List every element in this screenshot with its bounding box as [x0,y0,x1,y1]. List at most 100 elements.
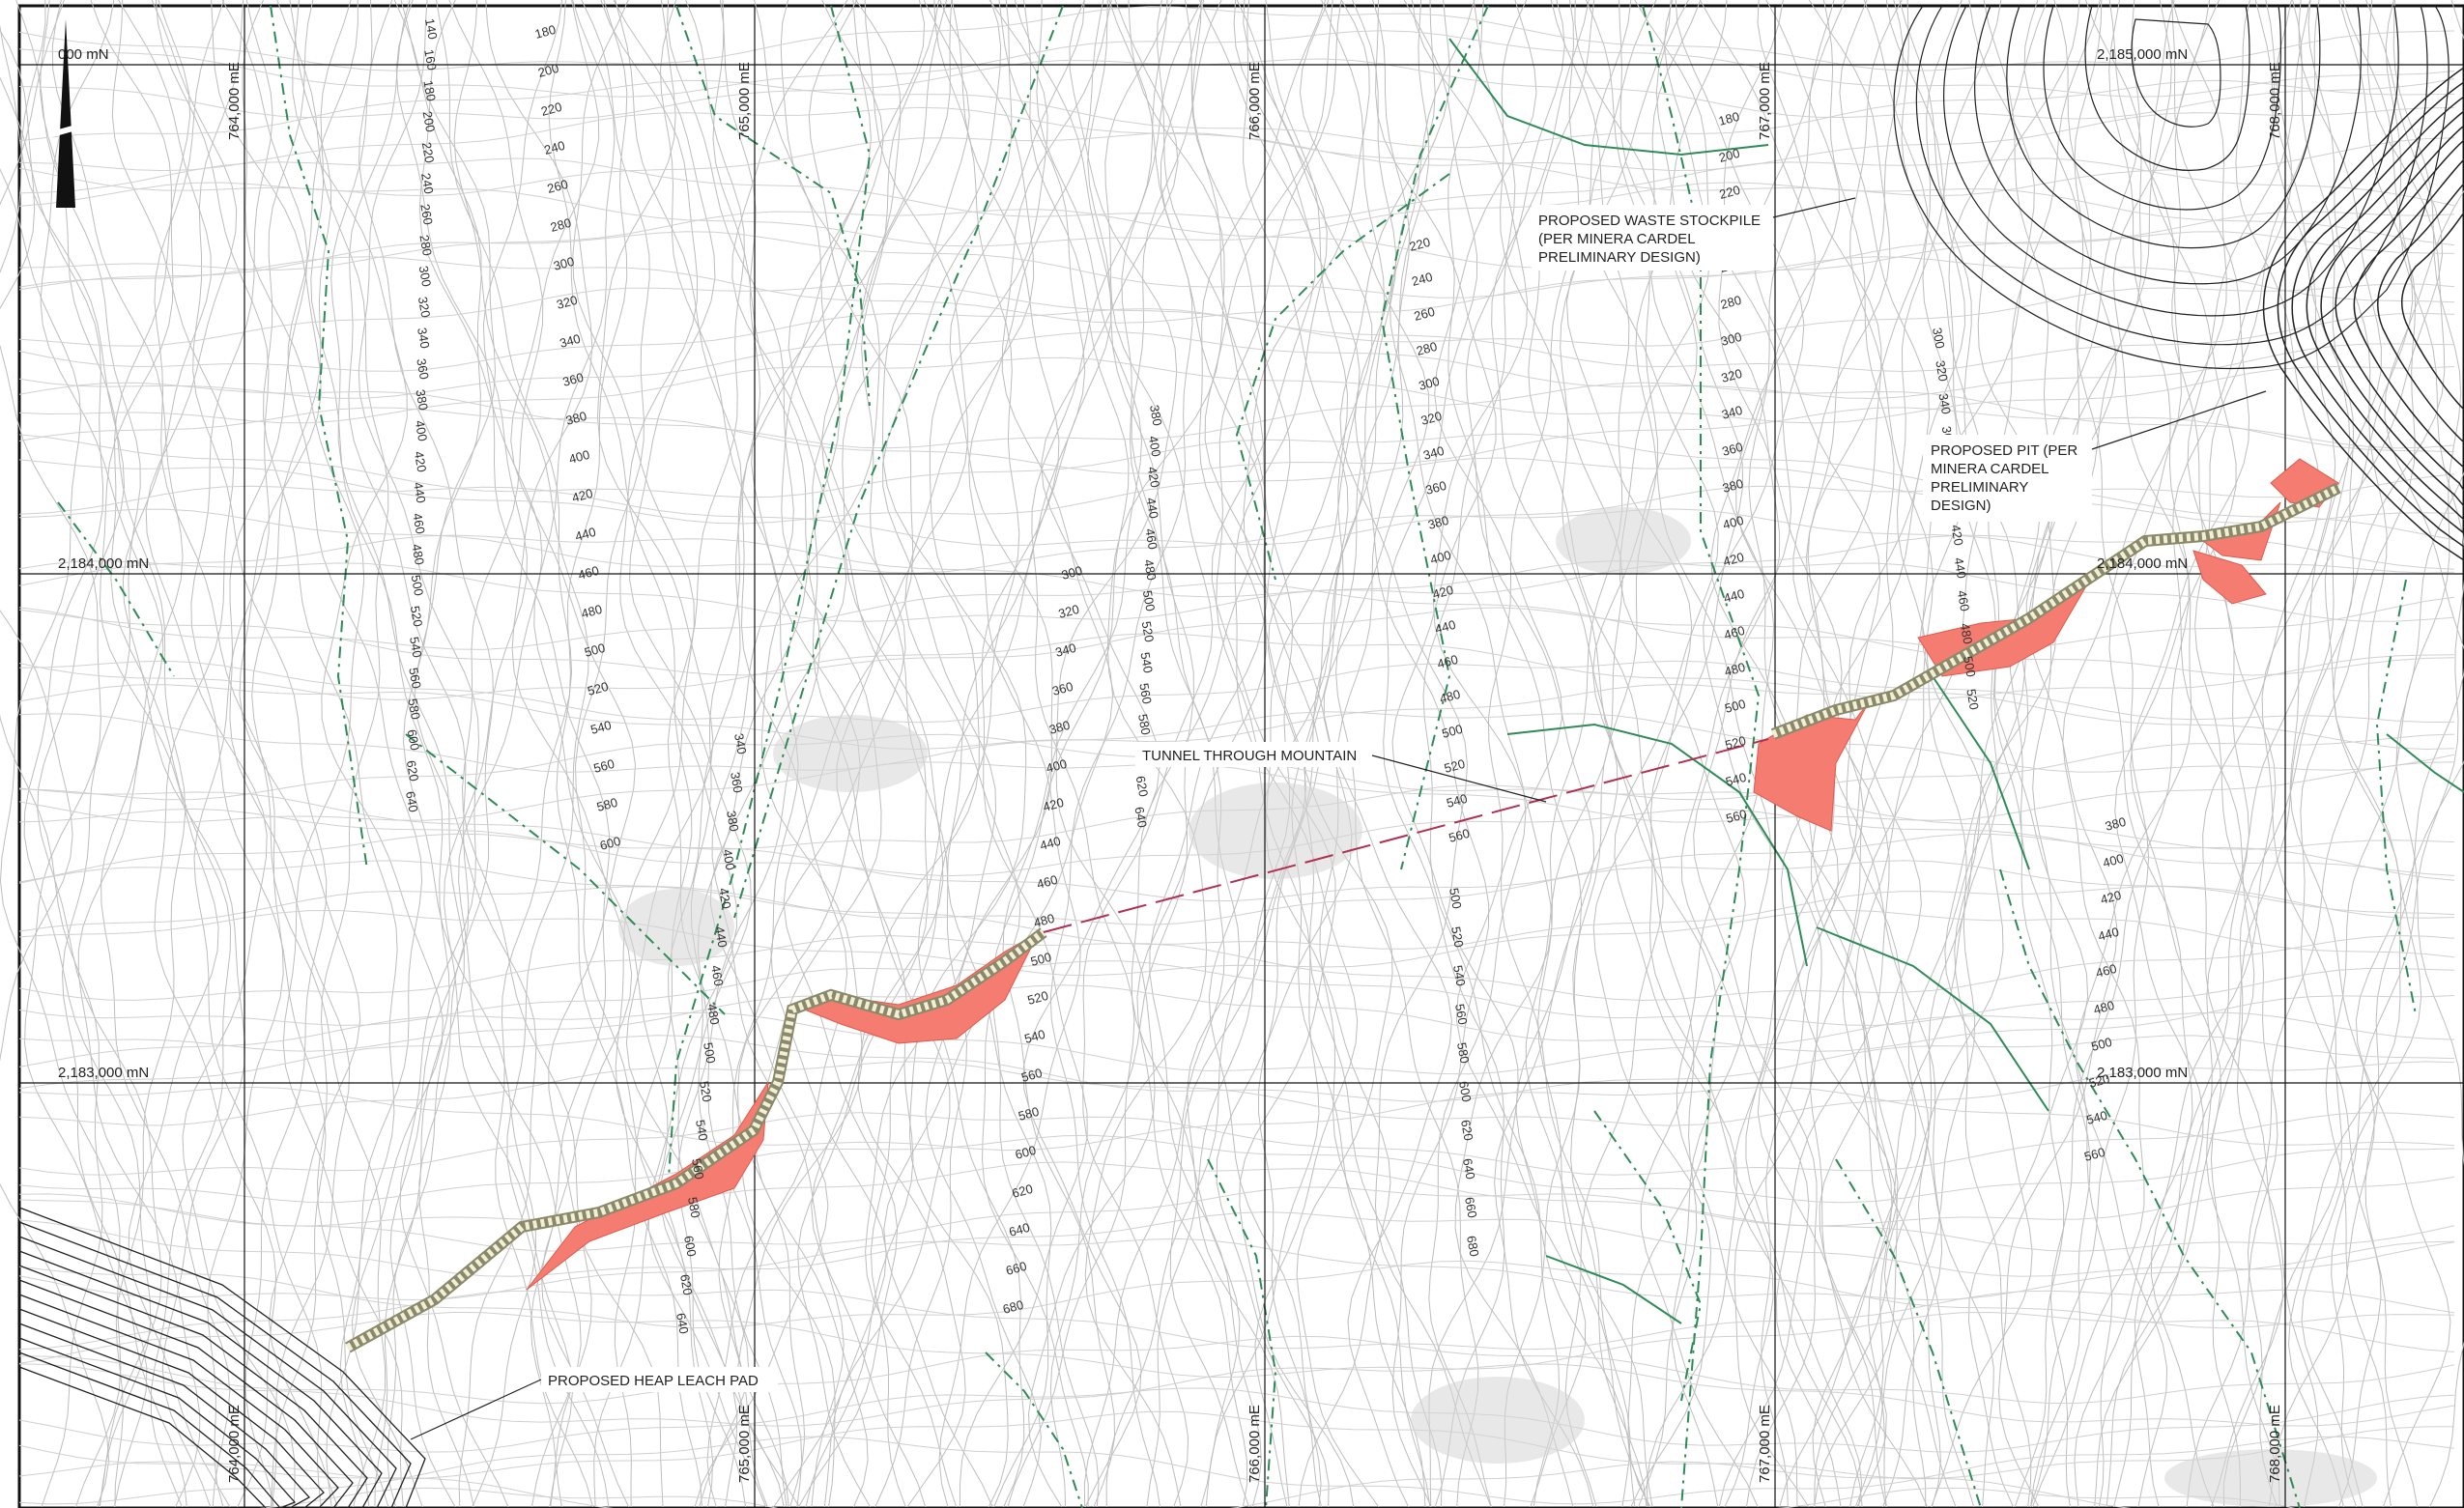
contour-label: 340 [1053,640,1077,660]
contour-label: 400 [2101,851,2125,870]
contour-label: 340 [1720,403,1744,422]
contour-label: 240 [418,172,437,195]
contour-label: 500 [1447,887,1465,910]
grid-easting-label: 766,000 mE [1246,1405,1263,1483]
contour-label: 480 [580,602,604,621]
contour-label: 300 [552,254,576,273]
contour-line [18,79,2455,149]
grid-easting-label: 765,000 mE [736,62,753,140]
drainage-line [1835,1158,1982,1508]
contour-line [330,0,465,1508]
contour-line [18,356,2455,424]
contour-line [2236,0,2355,1508]
callout-waste-stockpile: PROPOSED WASTE STOCKPILE (PER MINERA CAR… [1532,197,1856,270]
contour-label: 360 [414,357,432,381]
contour-label: 240 [542,138,566,157]
contour-label: 520 [1963,688,1982,711]
contour-line [2074,0,2227,1508]
contour-line [18,508,2455,574]
contour-label: 460 [577,563,601,583]
grid-northing-label-left: 2,183,000 mN [58,1065,149,1081]
contour-line [946,0,1086,1508]
contour-label: 200 [536,61,560,80]
contour-label: 500 [583,640,607,660]
contour-line [18,1035,2455,1102]
contour-label: 380 [2104,814,2128,834]
contour-line [0,24,162,1508]
contour-label: 240 [1410,270,1434,289]
contour-line [90,0,231,1508]
contour-line [1931,0,2080,1508]
drainage-line-solid [1448,38,1769,156]
contour-label: 620 [404,759,422,782]
contour-label: 520 [697,1080,715,1103]
grid-northing-label-left: 2,184,000 mN [58,555,149,572]
contour-line [533,0,669,1508]
drainage-line-solid [1545,1255,1682,1324]
contour-line [2247,0,2388,1508]
contour-line [18,1436,2455,1505]
contour-line [991,0,1130,1508]
grid-northing-label-right: 2,185,000 mN [2097,46,2188,63]
contour-line [811,0,970,1508]
contour-label: 400 [1721,513,1745,532]
contour-line [1027,0,1178,1508]
contour-line [18,407,2455,474]
contour-label: 220 [1718,183,1742,202]
contour-line [18,1387,2455,1453]
callout-pit-line3: PRELIMINARY [1931,479,2028,496]
contour-label: 600 [598,834,622,853]
contour-label: 440 [1722,586,1746,606]
contour-line [1002,0,1143,1508]
contour-line [18,1011,2455,1075]
contour-line [18,1134,2455,1204]
contour-line [292,0,444,1508]
north-arrow-icon [47,19,84,208]
contour-label: 640 [1460,1157,1478,1181]
contour-line [737,0,880,1508]
contour-line [667,0,845,1508]
contour-line [18,1061,2455,1126]
contour-label: 480 [1723,660,1747,679]
contour-label: 640 [1007,1220,1031,1239]
drainage-line-solid [2386,733,2464,793]
contour-label: 420 [412,450,430,473]
contour-line [18,1086,2455,1152]
contour-line [1447,0,1583,1508]
contour-label: 520 [408,605,426,628]
contour-label: 420 [1042,795,1066,814]
contour-label: 400 [567,447,591,467]
contour-line [2150,0,2311,1508]
contour-line [2186,0,2320,1508]
contour-label: 380 [724,810,742,833]
contour-label: 580 [685,1196,703,1219]
contour-line [348,0,470,1508]
contour-label: 440 [712,925,731,949]
contour-line [857,0,1002,1508]
contour-line [2076,0,2220,1508]
contour-label: 380 [1047,718,1072,737]
contour-label: 560 [1452,1003,1471,1026]
contour-line [2301,0,2446,1508]
contour-label: 420 [1948,524,1966,547]
contour-label: 480 [1032,911,1056,930]
contour-label: 400 [413,419,431,442]
contour-label: 520 [1026,988,1050,1008]
contour-label: 340 [1421,443,1446,463]
contour-label: 500 [2089,1035,2113,1054]
contour-label: 260 [417,203,436,226]
drainage-line [1999,868,2301,1508]
contour-line [1390,0,1527,1508]
contour-label: 360 [1050,679,1074,698]
contour-labels: 1401601802002202402602803003203403603804… [403,17,2128,1335]
contour-label: 600 [1014,1143,1038,1162]
contour-line [18,1112,2455,1176]
contour-label: 420 [1145,466,1163,489]
contour-label: 540 [1137,651,1156,674]
contour-label: 300 [1930,327,1948,350]
contour-label: 540 [1450,964,1469,987]
callout-heap-leach: PROPOSED HEAP LEACH PAD [410,1367,778,1440]
contour-line [1775,0,1928,1508]
contour-label: 380 [413,388,431,412]
